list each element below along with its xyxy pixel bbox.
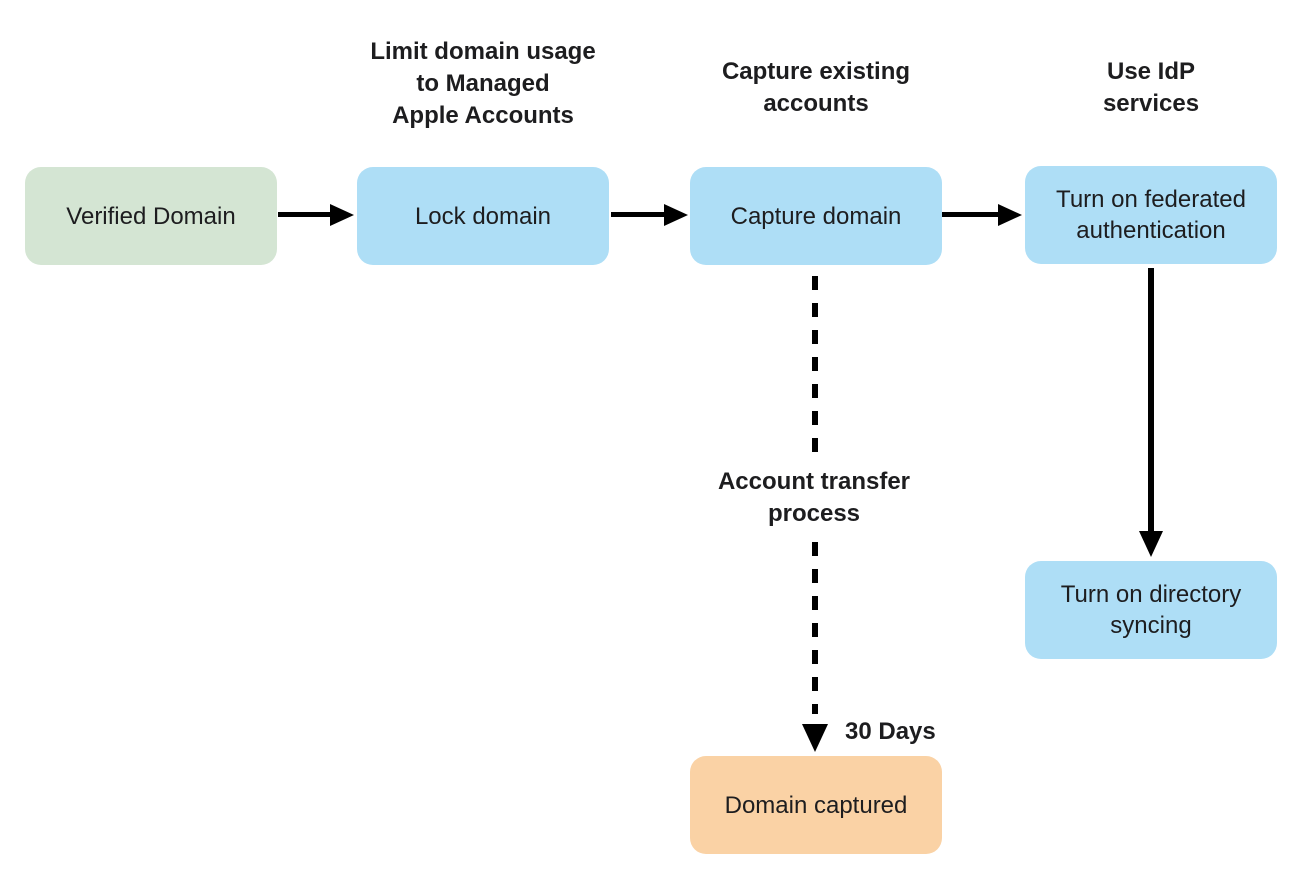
arrow-capture-to-federated: [942, 204, 1022, 226]
arrow-shaft: [1148, 268, 1154, 537]
arrow-federated-to-directory: [1139, 268, 1163, 557]
label-use-idp-services: Use IdP services: [1102, 58, 1200, 117]
arrow-down-head-icon: [802, 724, 828, 752]
node-turn-on-federated-authentication: Turn on federated authentication: [1025, 166, 1277, 264]
arrow-shaft: [278, 212, 336, 217]
dashed-segment-lower: [812, 542, 818, 714]
node-verified-domain: Verified Domain: [25, 167, 277, 265]
label-30-days: 30 Days: [845, 718, 936, 745]
arrow-shaft: [942, 212, 1004, 217]
arrow-right-head-icon: [330, 204, 354, 226]
arrow-right-head-icon: [664, 204, 688, 226]
node-capture-domain: Capture domain: [690, 167, 942, 265]
arrow-shaft: [611, 212, 670, 217]
arrow-right-head-icon: [998, 204, 1022, 226]
arrow-down-head-icon: [1139, 531, 1163, 557]
node-domain-captured: Domain captured: [690, 756, 942, 854]
label-account-transfer-process: Account transfer process: [717, 468, 911, 527]
node-turn-on-directory-syncing: Turn on directory syncing: [1025, 561, 1277, 659]
arrow-verified-to-lock: [278, 204, 354, 226]
label-limit-domain-usage: Limit domain usage to Managed Apple Acco…: [370, 38, 596, 129]
dashed-segment-upper: [812, 276, 818, 452]
label-capture-existing-accounts: Capture existing accounts: [721, 58, 911, 117]
arrow-lock-to-capture: [611, 204, 688, 226]
node-lock-domain: Lock domain: [357, 167, 609, 265]
dashed-arrow-capture-to-captured: [802, 276, 828, 752]
